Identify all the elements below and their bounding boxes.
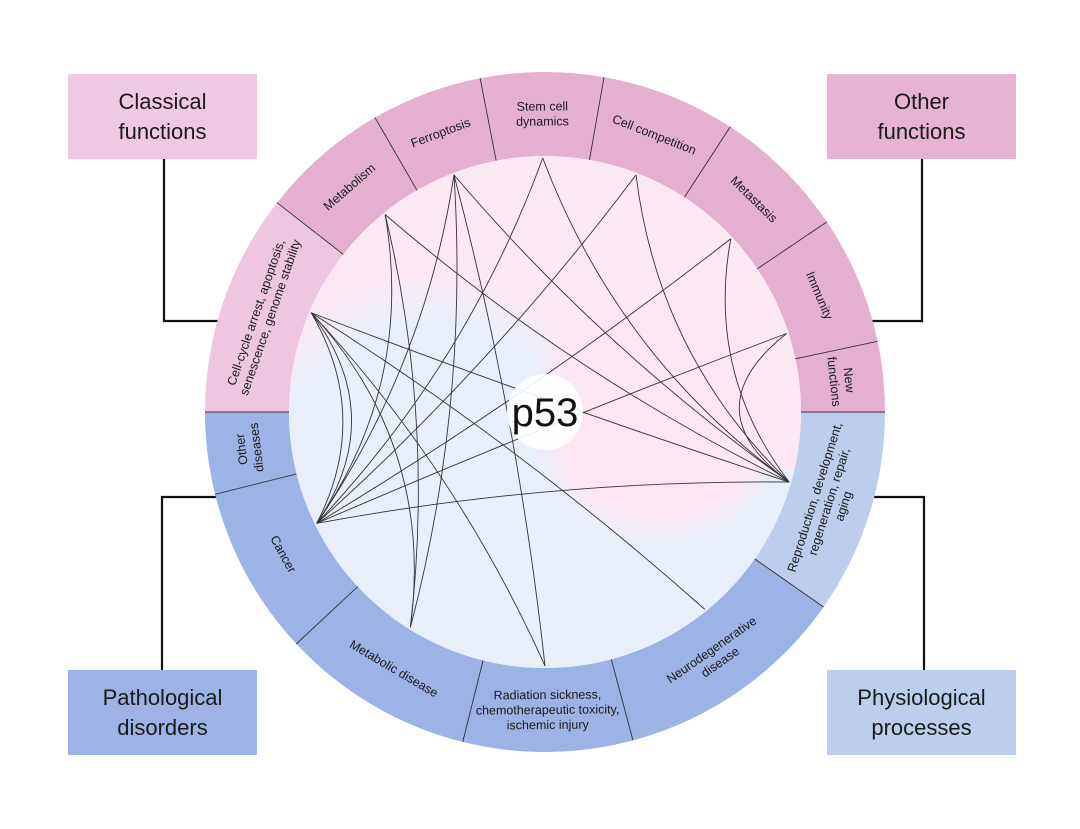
segment-label-line: diseases (247, 422, 267, 473)
segment-metastasis (684, 126, 827, 269)
classical-functions-label: Classical functions (118, 88, 207, 144)
segment-divider (795, 340, 878, 360)
pathological-connector-line (160, 495, 218, 670)
chord-ferroptosis-reproduction (453, 174, 790, 483)
segment-metabolic-disease (296, 586, 484, 742)
chord-cancer-reproduction (316, 481, 790, 524)
segment-label-line: Radiation sickness, (494, 688, 602, 703)
segment-label-line: ischemic injury (507, 718, 590, 733)
segment-divider (754, 558, 824, 608)
segment-reproduction (754, 412, 885, 608)
chord-immunity-reproduction (738, 333, 790, 483)
classical-connector-line (162, 159, 222, 323)
segment-stem-cell (480, 71, 605, 161)
chord-metabolism-reproduction (384, 214, 790, 483)
segment-divider (296, 586, 359, 645)
segment-label-line: functions (824, 356, 843, 407)
segment-neurodegenerative (611, 558, 824, 741)
segment-new-functions (795, 341, 885, 412)
segment-label-line: dynamics (516, 114, 569, 128)
pathological-disorders-label: Pathological disorders (102, 684, 223, 740)
segment-immunity (757, 221, 878, 359)
segment-label-line: chemotherapeutic toxicity, (476, 702, 620, 717)
chord-metabolism-metabolic-disease (384, 214, 419, 628)
segment-cancer (215, 473, 358, 644)
segment-divider (684, 126, 731, 198)
segment-other-diseases (205, 412, 297, 495)
segment-divider (276, 202, 344, 255)
physiological-connector-line (872, 495, 926, 670)
chord-stem-cell-cancer (316, 157, 544, 524)
chord-cell-competition-cancer (316, 174, 637, 524)
segment-divider (479, 78, 497, 161)
other-functions-label: Other functions (877, 88, 966, 144)
segment-metabolism (277, 117, 417, 255)
segment-label-line: Other (233, 433, 251, 466)
other-functions-box: Other functions (827, 74, 1016, 159)
physiological-processes-box: Physiological processes (827, 670, 1016, 755)
chord-cell-cycle-metabolic-disease (310, 312, 415, 628)
chord-metabolism-cancer (316, 214, 393, 524)
segment-ferroptosis (375, 78, 497, 191)
segment-divider (374, 117, 418, 191)
segment-cell-competition (589, 77, 731, 198)
connection-chords (310, 157, 790, 667)
segment-divider (462, 660, 484, 743)
segment-divider (756, 221, 828, 270)
chord-cell-cycle-neurodegenerative (310, 312, 706, 610)
center-circle (507, 374, 583, 450)
pathological-disorders-box: Pathological disorders (68, 670, 257, 755)
physiological-processes-label: Physiological processes (857, 684, 986, 740)
segment-divider (214, 473, 297, 495)
chord-cell-cycle-cancer (310, 312, 352, 524)
segment-divider (610, 659, 634, 741)
box-connectors (160, 159, 926, 670)
chord-cell-cycle-radiation (310, 312, 546, 667)
segment-ring (205, 71, 885, 752)
center-label: p53 (512, 391, 579, 435)
chord-cell-competition-reproduction (635, 174, 790, 483)
chord-metastasis-reproduction (724, 238, 790, 483)
label-radiation: Radiation sickness,chemotherapeutic toxi… (476, 688, 620, 733)
other-connector-line (870, 159, 924, 323)
segment-divider (589, 77, 605, 160)
segment-cell-cycle (205, 202, 344, 412)
segment-label-line: Stem cell (517, 99, 569, 113)
classical-functions-box: Classical functions (68, 74, 257, 159)
chord-cell-cycle-cancer (310, 312, 344, 524)
chord-ferroptosis-cancer (316, 174, 455, 524)
segment-radiation (462, 659, 633, 752)
chord-stem-cell-reproduction (542, 157, 790, 483)
segment-label-line: New (841, 367, 858, 394)
chord-ferroptosis-metabolic-disease (409, 174, 458, 628)
